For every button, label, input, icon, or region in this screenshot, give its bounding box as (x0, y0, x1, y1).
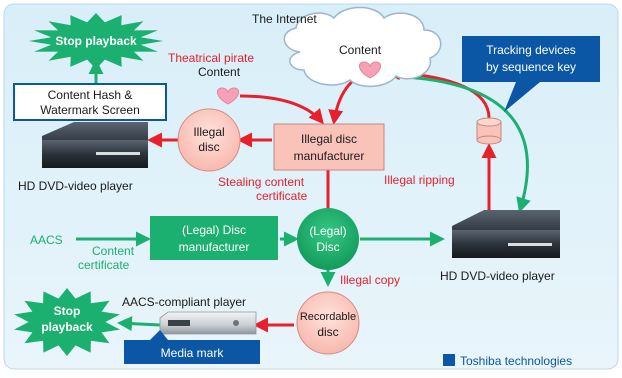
illegal-copy-label: Illegal copy (340, 273, 400, 287)
content-cert-line2: certificate (78, 258, 130, 272)
media-mark-box (124, 340, 260, 364)
illegal-manufacturer-line2: manufacturer (294, 149, 365, 163)
illegal-ripping-label: Illegal ripping (384, 173, 455, 187)
stealing-line2: certificate (256, 189, 308, 203)
content-cert-line1: Content (92, 244, 135, 258)
footer-label: Toshiba technologies (460, 354, 572, 368)
stop-burst-bottom (14, 288, 120, 356)
legal-manufacturer-box (150, 216, 278, 260)
media-mark-pointer (150, 330, 168, 340)
legal-disc-line2: Disc (316, 240, 339, 254)
media-mark-label: Media mark (161, 346, 225, 360)
footer-square-icon (443, 354, 455, 366)
hash-screen-line2: Watermark Screen (40, 103, 140, 117)
hd-dvd-player-top (42, 122, 148, 168)
illegal-disc-line1: Illegal (193, 125, 224, 139)
stealing-line1: Stealing content (218, 175, 305, 189)
internet-cloud (283, 6, 442, 88)
illegal-manufacturer-line1: Illegal disc (301, 132, 357, 146)
heart-icon (359, 61, 381, 79)
theatrical-content-label: Content (198, 65, 241, 79)
player-right-label: HD DVD-video player (440, 269, 555, 283)
illegal-disc-line2: disc (198, 140, 219, 154)
arrow-internet-to-player (384, 74, 531, 213)
recordable-line2: disc (317, 325, 338, 339)
stop-playback-top-label: Stop playback (55, 34, 137, 48)
tracking-line1: Tracking devices (486, 43, 576, 57)
stop-bottom-line1: Stop (54, 304, 81, 318)
player-top-label: HD DVD-video player (18, 179, 133, 193)
recordable-line1: Recordable (300, 311, 356, 323)
legal-disc (297, 208, 359, 270)
stop-burst-top (28, 13, 164, 69)
recordable-disc (296, 291, 360, 355)
arrow-pirate-to-manufacturer (239, 94, 324, 125)
theatrical-pirate-label: Theatrical pirate (168, 51, 254, 65)
legal-disc-line1: (Legal) (309, 224, 346, 238)
internet-content-label: Content (339, 43, 382, 57)
legal-manufacturer-line1: (Legal) Disc (182, 223, 246, 237)
hd-dvd-player-right (452, 210, 560, 258)
illegal-manufacturer-box (273, 123, 385, 171)
arrow-to-stop-bottom (117, 316, 161, 332)
pirate-heart-icon (217, 87, 239, 105)
hash-screen-line1: Content Hash & (48, 88, 133, 102)
legal-manufacturer-line2: manufacturer (179, 240, 250, 254)
hash-watermark-box (13, 83, 167, 121)
tracking-device-icon (476, 117, 502, 145)
tracking-line2: by sequence key (486, 60, 576, 74)
aacs-label: AACS (30, 233, 63, 247)
compliant-player-label: AACS-compliant player (122, 295, 246, 309)
illegal-disc (177, 108, 241, 172)
stop-bottom-line2: playback (41, 320, 93, 334)
aacs-compliant-player (159, 311, 257, 335)
internet-label: The Internet (252, 12, 317, 26)
tracking-callout (462, 36, 600, 112)
